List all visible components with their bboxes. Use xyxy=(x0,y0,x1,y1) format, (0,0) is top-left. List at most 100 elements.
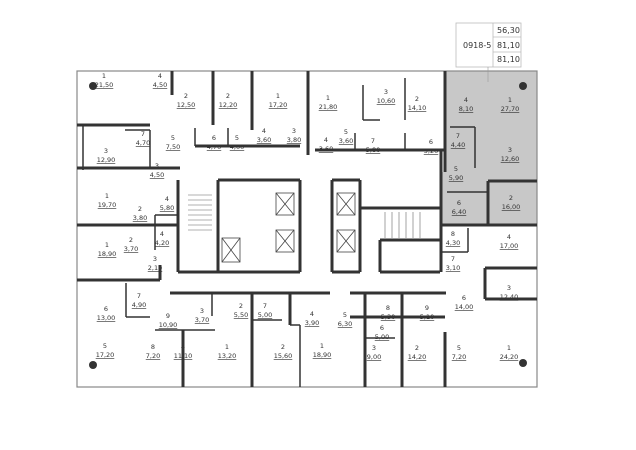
room-area: 13,20 xyxy=(218,352,237,360)
room-number: 6 xyxy=(380,324,384,332)
room-label[interactable]: 64,70 xyxy=(207,134,221,151)
room-label[interactable]: 55,90 xyxy=(449,165,463,182)
room-label[interactable]: 417,00 xyxy=(500,233,519,250)
room-area: 4,90 xyxy=(132,301,146,309)
room-label[interactable]: 44,50 xyxy=(153,72,167,89)
room-number: 1 xyxy=(102,72,106,80)
room-area: 17,20 xyxy=(96,351,115,359)
room-label[interactable]: 212,20 xyxy=(219,92,238,109)
room-number: 6 xyxy=(429,138,433,146)
room-number: 5 xyxy=(344,128,348,136)
room-label[interactable]: 85,30 xyxy=(381,304,395,321)
room-area: 6,30 xyxy=(338,320,352,328)
room-label[interactable]: 118,90 xyxy=(313,342,332,359)
room-label[interactable]: 312,90 xyxy=(97,147,116,164)
room-label[interactable]: 84,30 xyxy=(446,230,460,247)
room-area: 18,90 xyxy=(313,351,332,359)
room-label[interactable]: 65,00 xyxy=(375,324,389,341)
room-label[interactable]: 411,10 xyxy=(174,343,193,360)
room-number: 1 xyxy=(507,344,511,352)
room-label[interactable]: 66,40 xyxy=(452,199,466,216)
room-label[interactable]: 39,00 xyxy=(367,344,381,361)
room-area: 11,10 xyxy=(174,352,193,360)
room-label[interactable]: 127,70 xyxy=(501,96,520,113)
room-labels: 121,5044,50212,50212,20117,2074,70312,90… xyxy=(95,72,521,361)
room-number: 5 xyxy=(235,134,239,142)
room-label[interactable]: 65,20 xyxy=(424,138,438,155)
room-area: 3,60 xyxy=(257,136,271,144)
room-number: 3 xyxy=(384,88,388,96)
room-label[interactable]: 33,70 xyxy=(195,307,209,324)
room-number: 4 xyxy=(324,136,328,144)
room-label[interactable]: 23,80 xyxy=(133,205,147,222)
room-label[interactable]: 25,50 xyxy=(234,302,248,319)
room-label[interactable]: 57,20 xyxy=(452,344,466,361)
room-label[interactable]: 517,20 xyxy=(96,342,115,359)
room-number: 4 xyxy=(165,195,169,203)
room-label[interactable]: 43,60 xyxy=(257,127,271,144)
room-area: 4,50 xyxy=(153,81,167,89)
room-number: 1 xyxy=(105,241,109,249)
room-label[interactable]: 23,70 xyxy=(124,236,138,253)
room-area: 4,20 xyxy=(155,239,169,247)
room-number: 5 xyxy=(343,311,347,319)
room-label[interactable]: 312,60 xyxy=(501,146,520,163)
room-label[interactable]: 121,80 xyxy=(319,94,338,111)
room-label[interactable]: 56,30 xyxy=(338,311,352,328)
room-label[interactable]: 214,20 xyxy=(408,344,427,361)
room-area: 7,20 xyxy=(146,352,160,360)
room-area: 6,40 xyxy=(452,208,466,216)
room-label[interactable]: 73,10 xyxy=(446,255,460,272)
room-label[interactable]: 34,50 xyxy=(150,162,164,179)
room-number: 9 xyxy=(425,304,429,312)
room-label[interactable]: 312,40 xyxy=(500,284,519,301)
room-label[interactable]: 57,50 xyxy=(166,134,180,151)
room-label[interactable]: 910,90 xyxy=(159,312,178,329)
room-label[interactable]: 44,20 xyxy=(155,230,169,247)
thin-walls xyxy=(82,78,488,387)
room-label[interactable]: 74,70 xyxy=(136,130,150,147)
room-number: 3 xyxy=(292,127,296,135)
room-label[interactable]: 54,00 xyxy=(230,134,244,151)
room-label[interactable]: 33,80 xyxy=(287,127,301,144)
room-label[interactable]: 95,10 xyxy=(420,304,434,321)
room-label[interactable]: 614,00 xyxy=(455,294,474,311)
room-label[interactable]: 45,80 xyxy=(160,195,174,212)
room-number: 1 xyxy=(320,342,324,350)
room-label[interactable]: 119,70 xyxy=(98,192,117,209)
room-label[interactable]: 75,00 xyxy=(258,302,272,319)
room-label[interactable]: 215,60 xyxy=(274,343,293,360)
room-number: 1 xyxy=(276,92,280,100)
room-area: 10,60 xyxy=(377,97,396,105)
room-label[interactable]: 53,60 xyxy=(339,128,353,145)
room-label[interactable]: 43,90 xyxy=(305,310,319,327)
room-label[interactable]: 48,10 xyxy=(459,96,473,113)
room-label[interactable]: 74,90 xyxy=(132,292,146,309)
room-number: 9 xyxy=(166,312,170,320)
room-label[interactable]: 32,10 xyxy=(148,255,162,272)
room-label[interactable]: 212,50 xyxy=(177,92,196,109)
room-number: 2 xyxy=(415,344,419,352)
room-label[interactable]: 87,20 xyxy=(146,343,160,360)
room-label[interactable]: 214,10 xyxy=(408,95,427,112)
room-label[interactable]: 124,20 xyxy=(500,344,519,361)
column-marker xyxy=(89,361,97,369)
highlighted-apartment[interactable] xyxy=(441,71,537,225)
room-label[interactable]: 613,00 xyxy=(97,305,116,322)
room-number: 1 xyxy=(508,96,512,104)
apartment-info-box[interactable]: 0918-5 56,30 81,10 81,10 xyxy=(455,22,522,82)
room-label[interactable]: 74,40 xyxy=(451,132,465,149)
room-label[interactable]: 310,60 xyxy=(377,88,396,105)
room-area: 17,00 xyxy=(500,242,519,250)
room-label[interactable]: 43,60 xyxy=(319,136,333,153)
room-label[interactable]: 117,20 xyxy=(269,92,288,109)
room-area: 5,10 xyxy=(420,313,434,321)
room-label[interactable]: 118,90 xyxy=(98,241,117,258)
room-label[interactable]: 75,80 xyxy=(366,137,380,154)
room-label[interactable]: 216,00 xyxy=(502,194,521,211)
room-number: 3 xyxy=(155,162,159,170)
room-number: 4 xyxy=(507,233,511,241)
room-label[interactable]: 113,20 xyxy=(218,343,237,360)
room-label[interactable]: 121,50 xyxy=(95,72,114,89)
